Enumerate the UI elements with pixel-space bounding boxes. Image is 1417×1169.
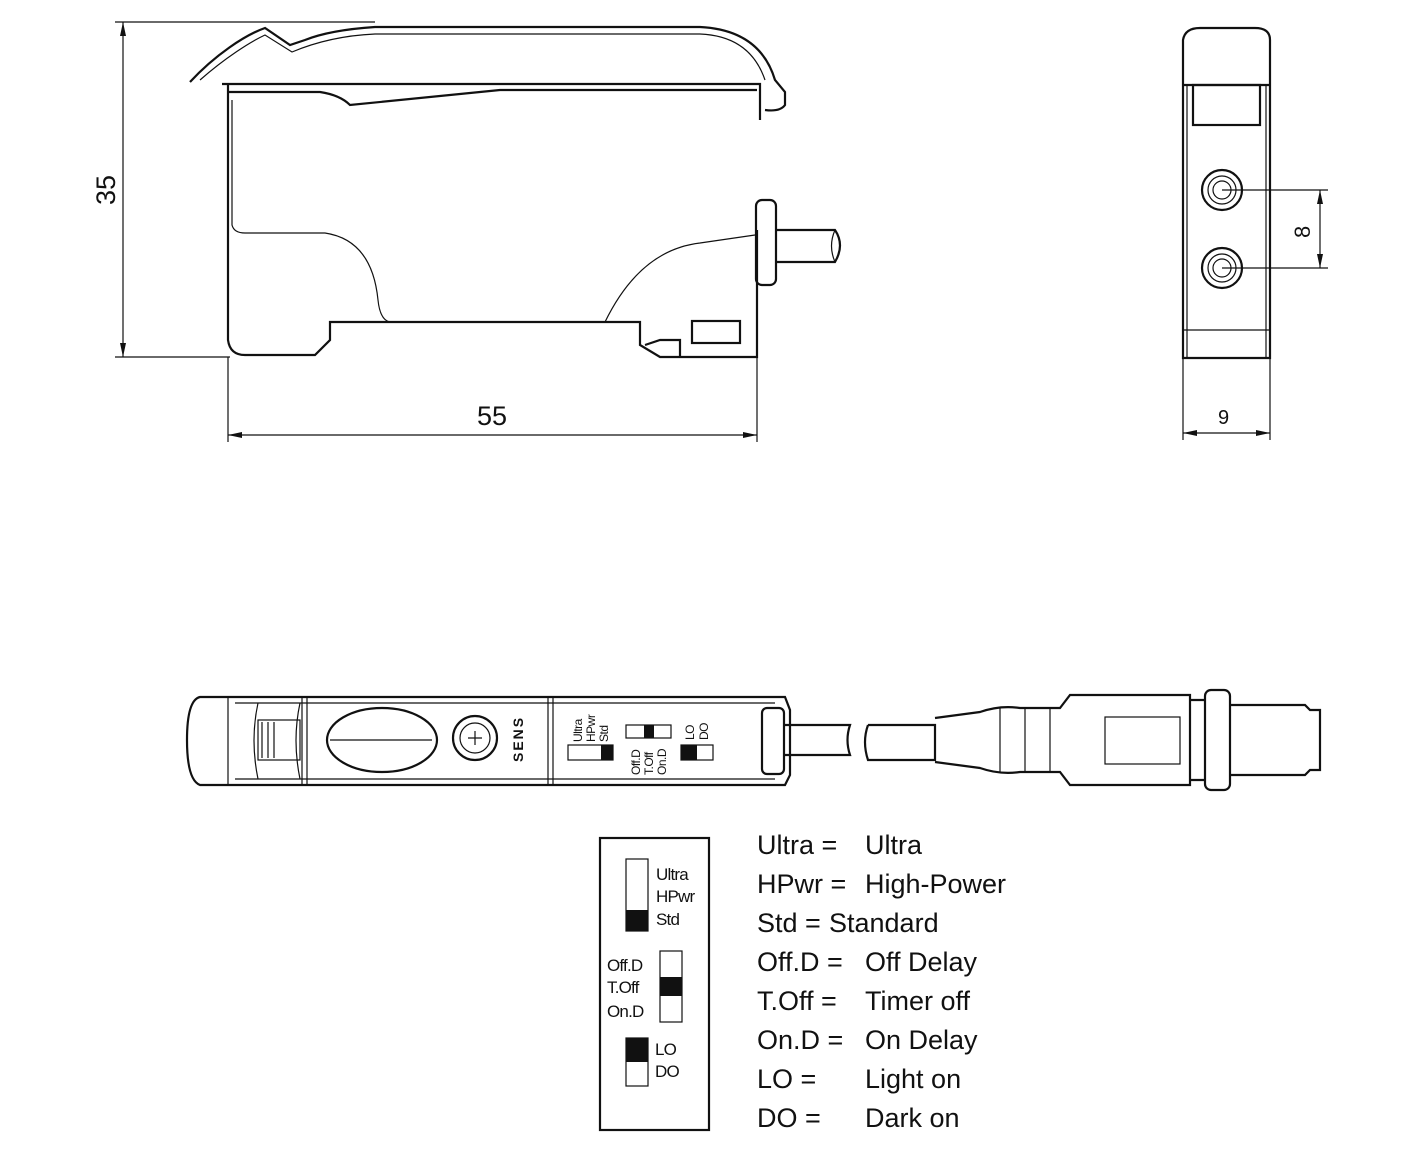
switch2-label-ond: On.D — [655, 748, 669, 775]
legend-value: Standard — [829, 908, 939, 938]
sens-label: SENS — [510, 716, 526, 762]
switch-panel-detail: Ultra HPwr Std Off.D T.Off On.D LO DO — [598, 836, 711, 1132]
width-dimension-label: 55 — [477, 401, 507, 431]
panel-label-ultra: Ultra — [656, 865, 689, 884]
panel-label-hpwr: HPwr — [656, 887, 695, 906]
legend-key: T.Off = — [757, 986, 837, 1016]
height-dimension-label: 35 — [91, 175, 121, 205]
legend-value: Dark on — [865, 1103, 960, 1133]
legend-value: Ultra — [865, 830, 923, 860]
legend-value: Off Delay — [865, 947, 978, 977]
height-dimension: 35 — [91, 21, 375, 358]
legend-key: DO = — [757, 1103, 821, 1133]
legend-value: High-Power — [865, 869, 1007, 899]
panel-label-toff: T.Off — [607, 978, 640, 997]
panel-label-std: Std — [656, 910, 679, 929]
panel-label-offd: Off.D — [607, 956, 643, 975]
panel-label-lo: LO — [655, 1040, 677, 1059]
legend-key: Std = — [757, 908, 821, 938]
legend-key: On.D = — [757, 1025, 844, 1055]
switch3-label-do: DO — [697, 723, 711, 740]
top-view: SENS Ultra HPwr Std Off.D T.Off On.D LO … — [185, 688, 1322, 792]
panel-label-ond: On.D — [607, 1002, 644, 1021]
panel-label-do: DO — [655, 1062, 679, 1081]
legend-key: Off.D = — [757, 947, 843, 977]
spacing-dimension-label: 8 — [1290, 226, 1315, 238]
switch1-label-ultra: Ultra — [571, 718, 585, 742]
end-view: 8 9 — [1181, 26, 1328, 440]
switch2-label-toff: T.Off — [642, 751, 656, 775]
legend-value: Timer off — [865, 986, 971, 1016]
legend-key: Ultra = — [757, 830, 838, 860]
sensitivity-knob[interactable] — [451, 714, 499, 762]
switch1-label-hpwr: HPwr — [584, 714, 598, 742]
legend-value: On Delay — [865, 1025, 978, 1055]
side-view — [189, 25, 842, 359]
legend-key: HPwr = — [757, 869, 847, 899]
switch3-label-lo: LO — [683, 725, 697, 740]
switch1-label-std: Std — [597, 725, 611, 742]
legend-key: LO = — [757, 1064, 817, 1094]
legend-value: Light on — [865, 1064, 962, 1094]
depth-dimension-label: 9 — [1218, 407, 1229, 429]
switch2-label-offd: Off.D — [629, 749, 643, 775]
width-dimension: 55 — [227, 357, 758, 442]
